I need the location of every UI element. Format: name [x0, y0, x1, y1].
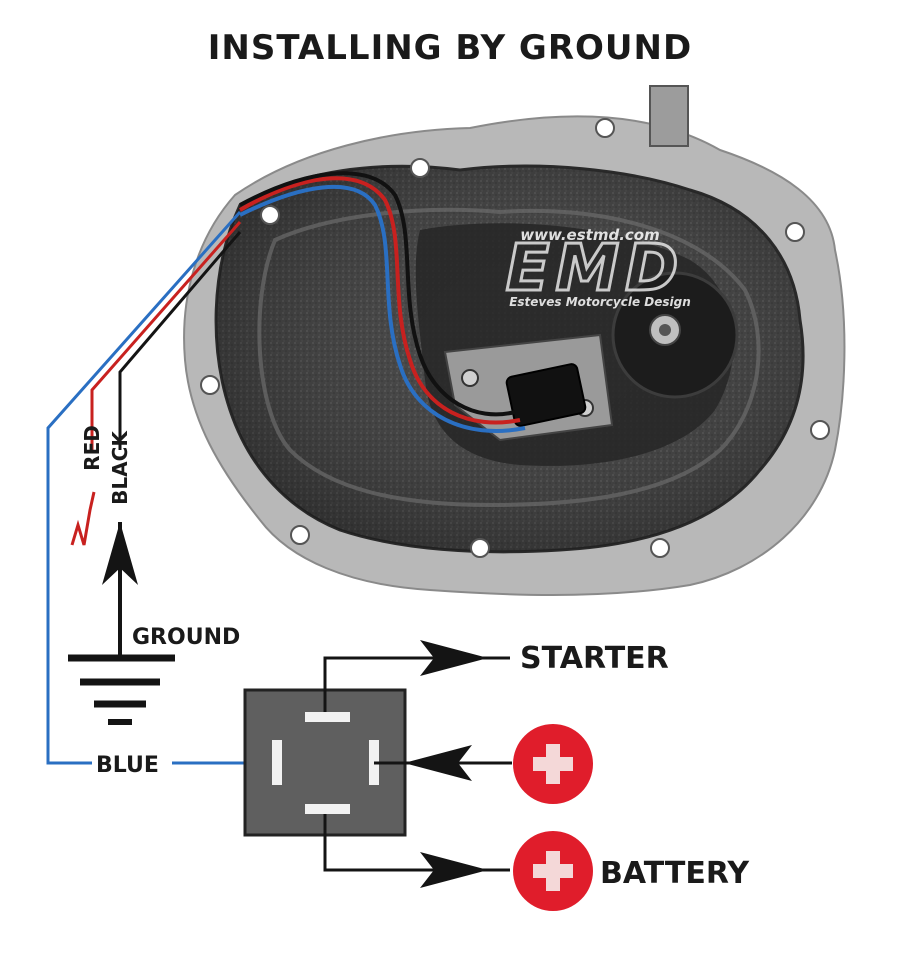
- harness-red: [238, 176, 521, 425]
- label-battery: BATTERY: [600, 856, 750, 891]
- flange-bolt-holes: [200, 118, 830, 558]
- arrow-starter-icon: [420, 640, 488, 676]
- label-blue: BLUE: [96, 753, 159, 778]
- diagram-title: INSTALLING BY GROUND: [207, 28, 693, 68]
- label-starter: STARTER: [520, 641, 669, 676]
- harness-blue: [239, 184, 526, 433]
- watermark-url: www.estmd.com: [520, 226, 659, 244]
- wire-black: [118, 231, 242, 450]
- arrow-battery-icon: [420, 852, 488, 888]
- plus-icon: [513, 831, 593, 911]
- watermark-logo: EMD: [506, 232, 685, 306]
- shift-rod: [649, 85, 689, 147]
- wire-red: [90, 221, 242, 450]
- engine-cover: [183, 85, 846, 596]
- harness-black: [239, 171, 516, 417]
- plus-icon: [513, 724, 593, 804]
- watermark: www.estmd.com EMD Esteves Motorcycle Des…: [504, 226, 691, 309]
- neutral-sensor: [505, 363, 587, 427]
- label-red: RED: [80, 425, 104, 471]
- watermark-subtitle: Esteves Motorcycle Design: [509, 295, 691, 309]
- arrow-up-icon: [102, 522, 138, 585]
- ground-symbol-icon: [68, 654, 175, 725]
- arrow-relay-in-icon: [404, 745, 472, 781]
- zigzag-icon: [70, 491, 96, 546]
- label-ground: GROUND: [132, 625, 240, 650]
- label-black: BLACK: [108, 430, 132, 505]
